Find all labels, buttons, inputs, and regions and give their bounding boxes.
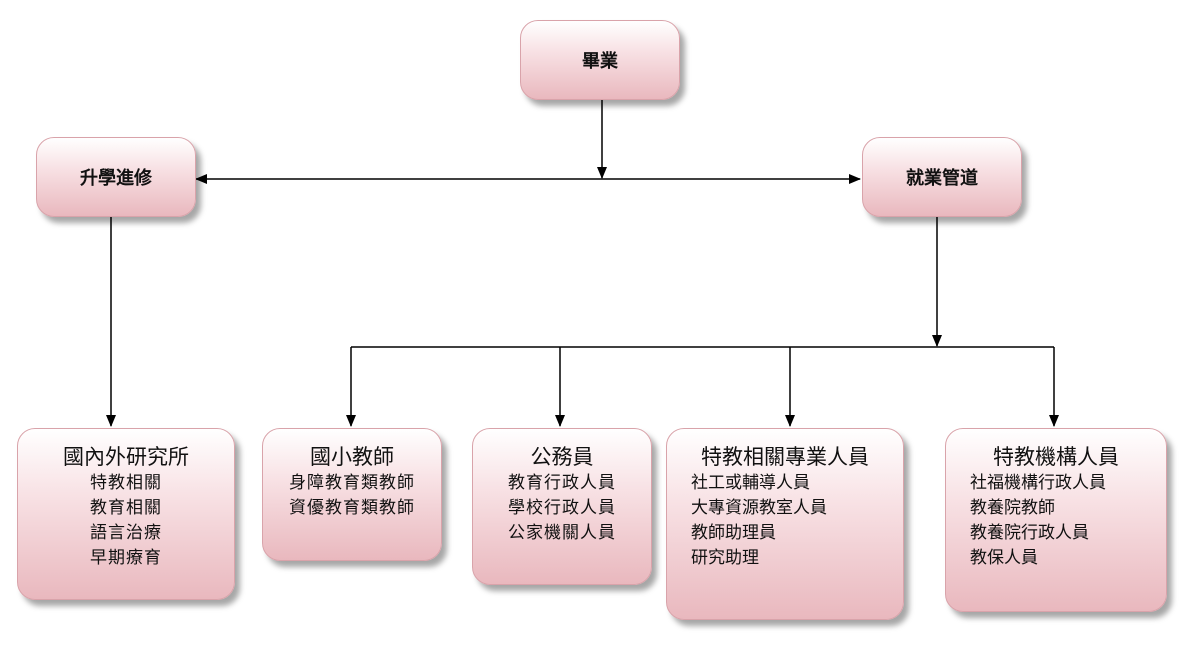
elementary-teacher-node: 國小教師 身障教育類教師 資優教育類教師 [262,428,442,561]
list-item: 社工或輔導人員 [691,473,810,493]
list-item: 學校行政人員 [508,498,616,518]
list-item: 教育相關 [90,498,162,518]
further-study-node: 升學進修 [36,137,196,217]
list-item: 研究助理 [691,548,759,568]
special-ed-professional-node: 特教相關專業人員 社工或輔導人員 大專資源教室人員 教師助理員 研究助理 [666,428,904,620]
list-item: 教師助理員 [691,523,776,543]
list-item: 資優教育類教師 [289,498,415,518]
list-item: 教育行政人員 [508,473,616,493]
civil-servant-title: 公務員 [530,445,594,469]
list-item: 特教相關 [90,473,162,493]
graduation-label: 畢業 [582,51,618,72]
list-item: 公家機關人員 [508,523,616,543]
graduate-school-title: 國內外研究所 [63,445,189,469]
elementary-teacher-title: 國小教師 [310,445,394,469]
special-ed-professional-title: 特教相關專業人員 [701,445,869,469]
graduation-node: 畢業 [520,20,680,100]
list-item: 語言治療 [90,523,162,543]
list-item: 身障教育類教師 [289,473,415,493]
special-ed-institution-node: 特教機構人員 社福機構行政人員 教養院教師 教養院行政人員 教保人員 [945,428,1167,612]
employment-node: 就業管道 [862,137,1022,217]
list-item: 早期療育 [90,548,162,568]
list-item: 教養院教師 [970,498,1055,518]
list-item: 教養院行政人員 [970,523,1089,543]
civil-servant-node: 公務員 教育行政人員 學校行政人員 公家機關人員 [472,428,652,585]
further-study-label: 升學進修 [80,168,152,189]
list-item: 大專資源教室人員 [691,498,827,518]
list-item: 教保人員 [970,548,1038,568]
graduate-school-node: 國內外研究所 特教相關 教育相關 語言治療 早期療育 [17,428,235,600]
special-ed-institution-title: 特教機構人員 [993,445,1119,469]
list-item: 社福機構行政人員 [970,473,1106,493]
employment-label: 就業管道 [906,168,978,189]
